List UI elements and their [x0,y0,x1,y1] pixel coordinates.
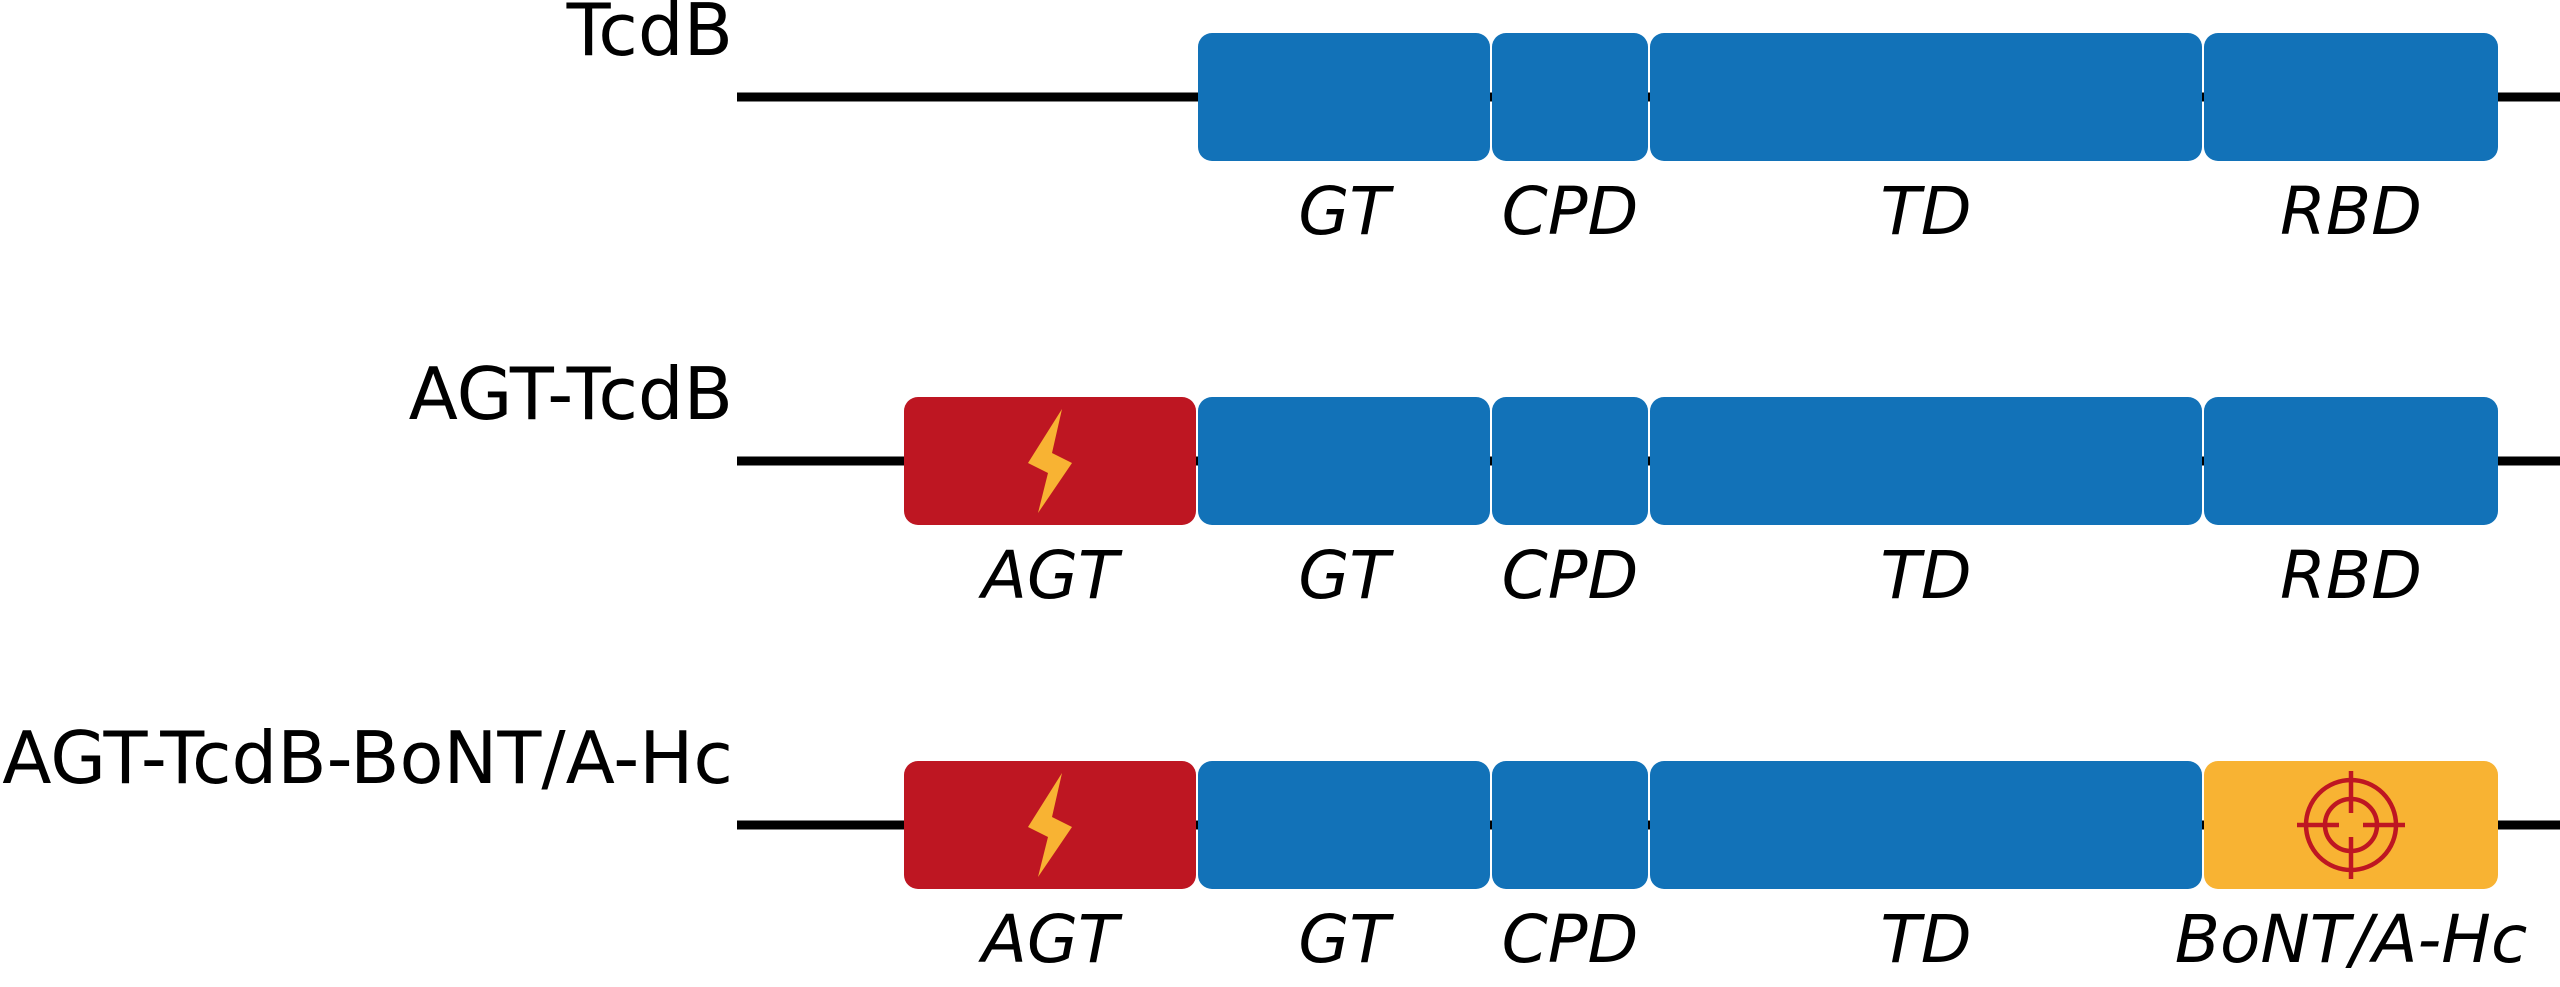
domain-gt-box [1198,397,1490,525]
domain-gt-label: GT [1298,537,1394,614]
domain-td-label: TD [1880,173,1971,250]
construct-name: AGT-TcdB-BoNT/A-Hc [2,716,733,800]
domain-cpd-box [1492,761,1648,889]
domain-cpd-label: CPD [1502,537,1639,614]
construct-name: AGT-TcdB [409,352,733,436]
domain-bont-a-hc-box [2204,761,2498,889]
domain-td-box [1650,397,2202,525]
construct-row-tcdb: TcdB GT CPD TD RBD [566,0,2560,250]
domain-rbd-box [2204,33,2498,161]
construct-name: TcdB [566,0,733,72]
domain-rbd-label: RBD [2280,537,2422,614]
domain-rbd-box [2204,397,2498,525]
domain-cpd-box [1492,397,1648,525]
domain-td-label: TD [1880,537,1971,614]
domain-gt-box [1198,33,1490,161]
domain-cpd-box [1492,33,1648,161]
domain-td-box [1650,761,2202,889]
domain-rbd-label: RBD [2280,173,2422,250]
domain-td-box [1650,33,2202,161]
domain-agt-label: AGT [978,901,1123,978]
domain-gt-label: GT [1298,173,1394,250]
domain-gt-label: GT [1298,901,1394,978]
construct-row-agt-tcdb: AGT-TcdB AGT GT CPD TD RBD [409,352,2560,614]
domain-cpd-label: CPD [1502,173,1639,250]
domain-cpd-label: CPD [1502,901,1639,978]
domain-td-label: TD [1880,901,1971,978]
domain-agt-label: AGT [978,537,1123,614]
domain-bont-a-hc-label: BoNT/A-Hc [2175,901,2527,978]
domain-gt-box [1198,761,1490,889]
